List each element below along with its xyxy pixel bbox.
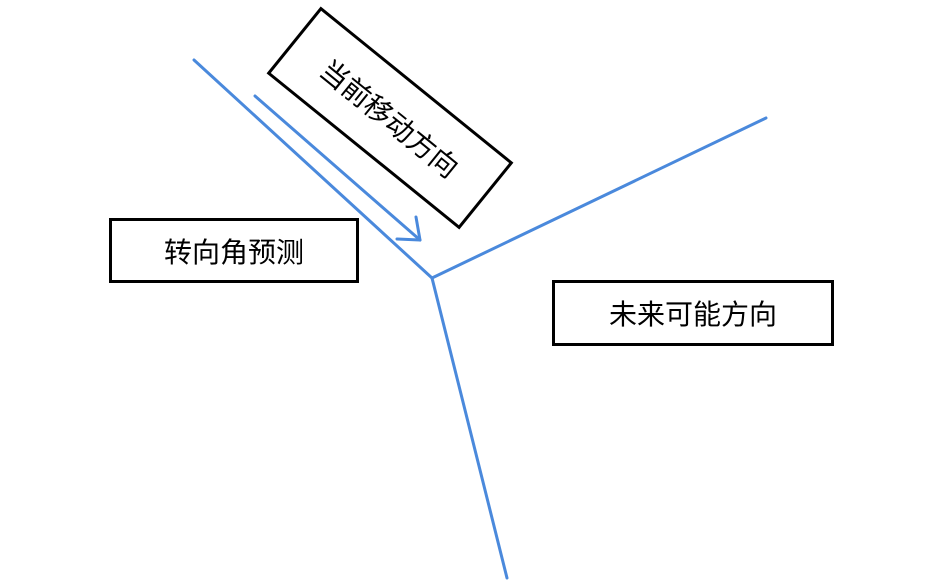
future-direction-label: 未来可能方向: [552, 280, 834, 346]
movement-arrow-icon: [253, 94, 422, 242]
turn-angle-prediction-label: 转向角预测: [109, 218, 359, 283]
branch-down-line: [430, 276, 509, 580]
future-direction-text: 未来可能方向: [608, 298, 777, 331]
incoming-path-line: [192, 58, 434, 280]
branch-upper-right-line: [430, 116, 768, 280]
turn-angle-prediction-text: 转向角预测: [163, 235, 304, 269]
